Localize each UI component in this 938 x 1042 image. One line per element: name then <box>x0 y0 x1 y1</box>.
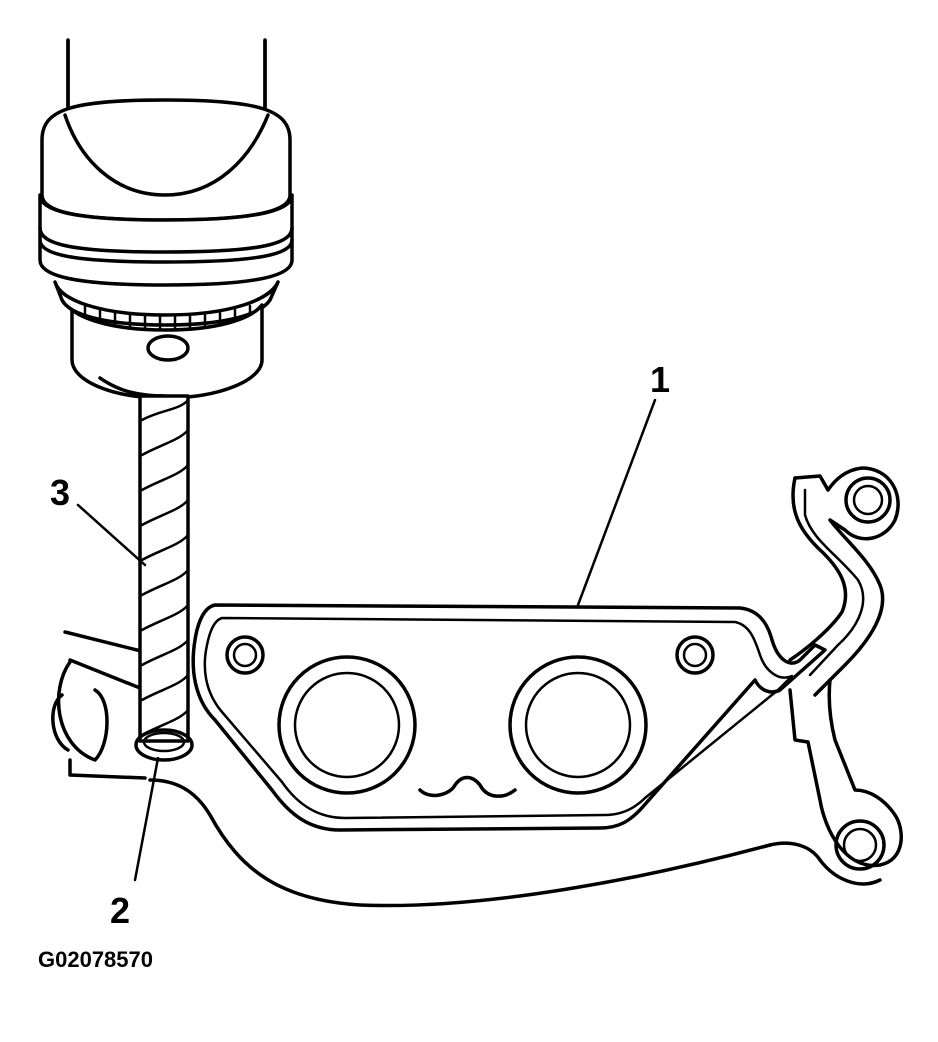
gasket <box>191 603 827 832</box>
drill-bit <box>134 394 194 762</box>
figure-id: G02078570 <box>38 947 153 972</box>
mounting-bracket <box>788 466 903 886</box>
leader-line-3 <box>76 503 147 567</box>
callout-3: 3 <box>50 472 70 513</box>
callout-1: 1 <box>650 359 670 400</box>
cylinder-head-part <box>51 630 822 908</box>
callout-2: 2 <box>110 890 130 931</box>
leader-lines <box>76 398 657 882</box>
drill <box>38 38 294 400</box>
leader-line-1 <box>576 398 657 607</box>
leader-line-2 <box>133 756 160 882</box>
